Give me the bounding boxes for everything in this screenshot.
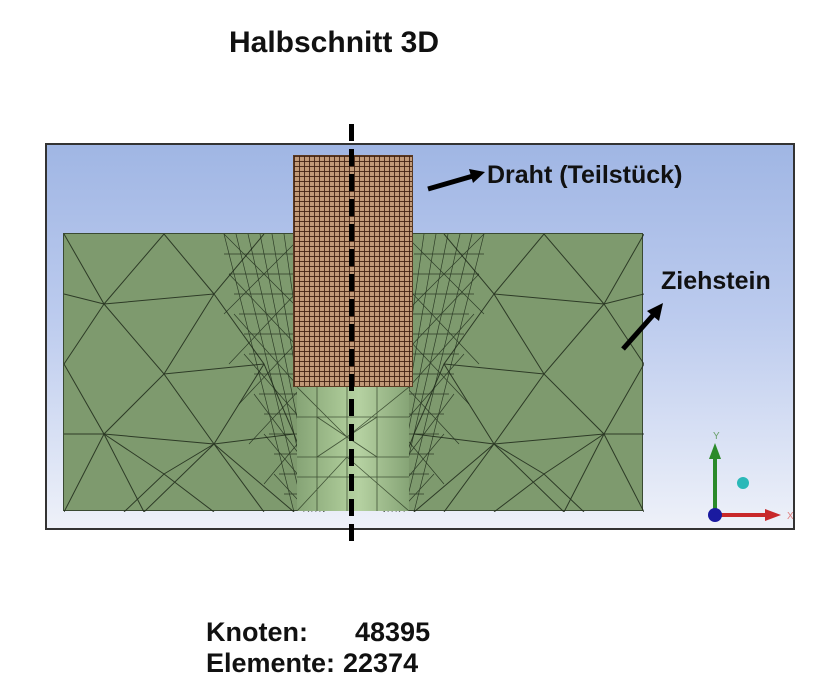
die-mesh-lines [64,234,644,512]
nodes-value: 48395 [355,617,431,647]
wire-arrow-icon [427,169,485,192]
x-axis-label: X [787,511,794,522]
elements-value: 22374 [343,648,419,678]
nodes-label: Knoten: [206,617,308,647]
nodes-row: Knoten: 48395 [206,617,430,648]
die-arrow-icon [621,303,663,351]
elements-row: Elemente: 22374 [206,648,430,679]
die-label: Ziehstein [661,267,771,295]
symmetry-axis-line [349,124,354,548]
mesh-viewport[interactable]: Draht (Teilstück) Ziehstein Y X [45,143,795,530]
y-axis-label: Y [713,431,720,442]
elements-label: Elemente: [206,648,336,678]
coordinate-triad-icon: Y X [708,431,794,522]
page-title: Halbschnitt 3D [228,26,440,59]
wire-label: Draht (Teilstück) [487,161,683,189]
mesh-statistics: Knoten: 48395 Elemente: 22374 [206,617,430,679]
